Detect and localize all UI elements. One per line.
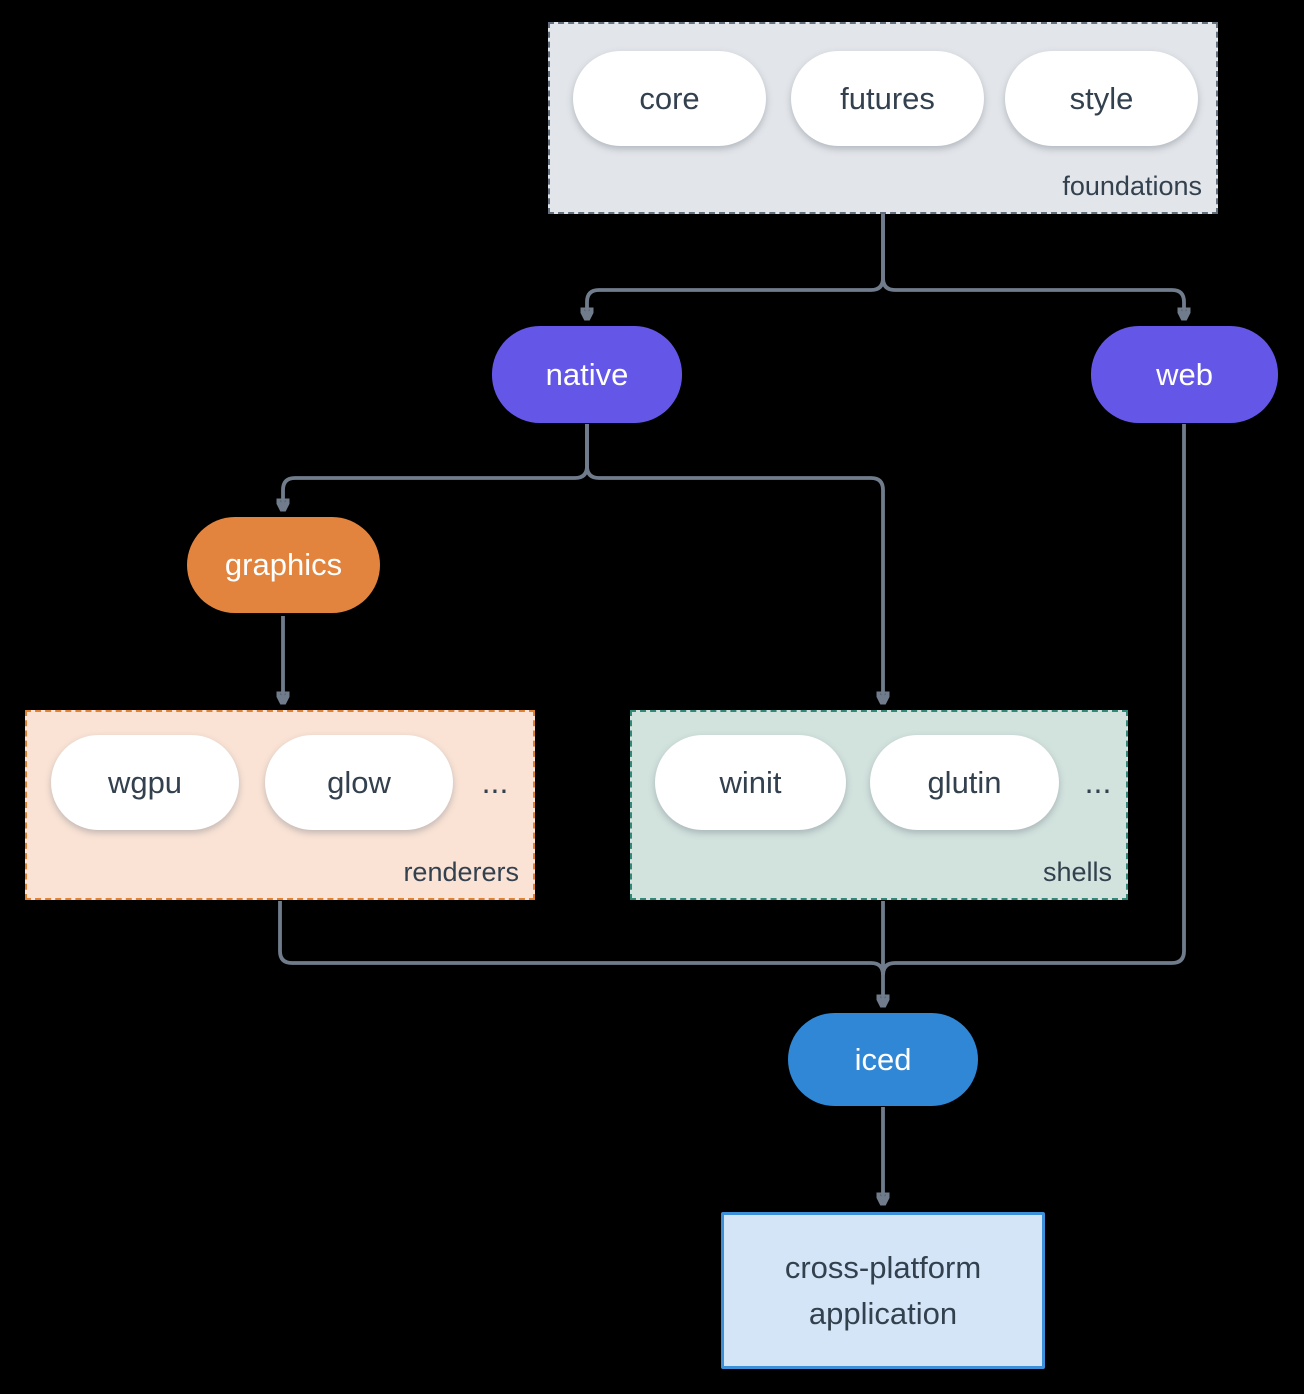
node-cross-platform-application: cross-platform application bbox=[721, 1212, 1045, 1369]
application-label: cross-platform application bbox=[784, 1249, 982, 1331]
edge-native-graphics bbox=[283, 424, 589, 510]
renderers-ellipsis: ... bbox=[481, 764, 509, 800]
edge-foundations-native bbox=[587, 212, 885, 319]
pill-core: core bbox=[573, 51, 766, 146]
pill-glutin: glutin bbox=[870, 735, 1059, 830]
node-graphics: graphics bbox=[187, 517, 380, 613]
pill-glow: glow bbox=[265, 735, 453, 830]
group-renderers-label: renderers bbox=[403, 857, 519, 887]
edge-native-shells bbox=[585, 424, 883, 703]
group-foundations: core futures style foundations bbox=[548, 22, 1218, 214]
group-shells-label: shells bbox=[1042, 857, 1112, 887]
edge-foundations-web bbox=[881, 212, 1184, 319]
edge-renderers-iced bbox=[278, 901, 885, 976]
group-foundations-label: foundations bbox=[1062, 171, 1202, 201]
pill-style: style bbox=[1005, 51, 1198, 146]
node-iced: iced bbox=[788, 1013, 978, 1106]
shells-ellipsis: ... bbox=[1084, 764, 1112, 800]
node-web: web bbox=[1091, 326, 1278, 423]
pill-futures: futures bbox=[791, 51, 984, 146]
group-renderers: wgpu glow ... renderers bbox=[25, 710, 535, 900]
pill-wgpu: wgpu bbox=[51, 735, 239, 830]
pill-winit: winit bbox=[655, 735, 846, 830]
group-shells: winit glutin ... shells bbox=[630, 710, 1128, 900]
node-native: native bbox=[492, 326, 682, 423]
